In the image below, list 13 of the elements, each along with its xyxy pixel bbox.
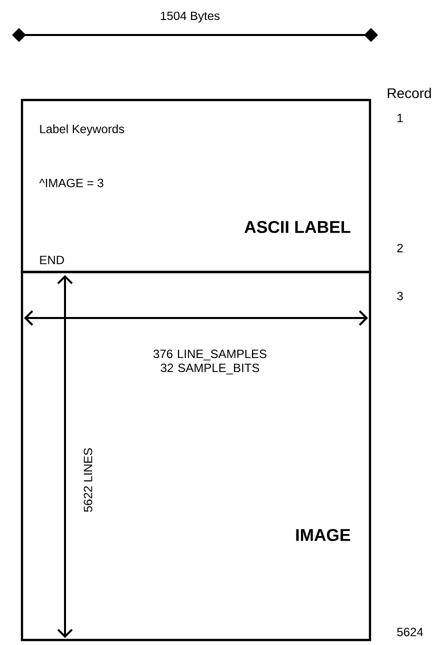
keyword-text: ^IMAGE = 3 [39,178,104,188]
dimension-label: 376 LINE_SAMPLES 32 SAMPLE_BITS [153,350,266,374]
record-number: 5624 [397,628,423,636]
dimension-label: 1504 Bytes [160,12,220,22]
section-title: ASCII LABEL [244,220,350,234]
keyword-text: Label Keywords [40,124,124,136]
section-title: IMAGE [296,528,350,542]
record-number: 3 [397,292,403,300]
dimension-label: 5622 LINES [84,448,92,512]
record-number: 1 [398,114,403,122]
keyword-text: END [40,256,64,264]
record-number: 2 [397,244,403,252]
column-heading: Record [388,88,431,98]
